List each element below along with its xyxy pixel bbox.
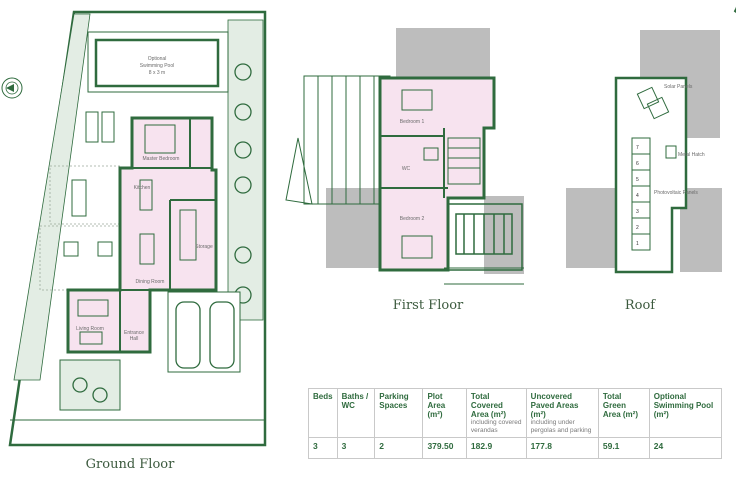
house-interior [66, 116, 218, 354]
roof-plan: 7 6 5 4 3 2 1 Solar Panels Metal Hatch P… [566, 30, 722, 274]
first-floor-interior [378, 76, 496, 272]
roof-caption: Roof [624, 298, 656, 313]
panel-number: 4 [636, 193, 639, 199]
compass-icon [1, 77, 23, 99]
value-baths: 3 [336, 437, 376, 459]
value-green-area: 59.1 [597, 437, 650, 459]
garden-right [227, 19, 264, 321]
pool-size-label: 8 x 3 m [149, 70, 165, 76]
header-pool: Optional Swimming Pool (m²) [648, 388, 723, 438]
header-parking: Parking Spaces [374, 388, 424, 438]
header-beds: Beds [308, 388, 338, 438]
swimming-pool [94, 38, 220, 88]
value-uncovered-area: 177.8 [525, 437, 599, 459]
header-covered-area: Total Covered Area (m²)including covered… [465, 388, 527, 438]
entrance-hall-label: Entrance [124, 330, 144, 336]
ground-floor-caption: Ground Floor [85, 457, 175, 472]
value-parking: 2 [374, 437, 424, 459]
header-plot-area: Plot Area (m²) [422, 388, 467, 438]
bedroom1-label: Bedroom 1 [400, 119, 425, 125]
roof-outline [614, 76, 688, 274]
wc-label: WC [402, 166, 411, 172]
panel-number: 7 [636, 145, 639, 151]
panel-number: 3 [636, 209, 639, 215]
pool-label: Optional [148, 56, 167, 62]
entrance-hall-label-line2: Hall [130, 336, 139, 342]
value-beds: 3 [308, 437, 338, 459]
parking-area [167, 291, 241, 373]
value-plot-area: 379.50 [422, 437, 467, 459]
header-green-area: Total Green Area (m²) [597, 388, 650, 438]
specs-table: Beds Baths / WC Parking Spaces Plot Area… [308, 388, 723, 459]
kitchen-label: Kitchen [134, 185, 151, 191]
dining-room-label: Dining Room [136, 279, 165, 285]
panel-number: 6 [636, 161, 639, 167]
photovoltaic-label: Photovoltaic Panels [654, 190, 698, 196]
value-pool: 24 [648, 437, 723, 459]
solar-panels-icon [636, 86, 670, 120]
bedroom2-label: Bedroom 2 [400, 216, 425, 222]
value-covered-area: 182.9 [465, 437, 527, 459]
pool-label-line2: Swimming Pool [140, 63, 174, 69]
specs-value-row: 3 3 2 379.50 182.9 177.8 59.1 24 [308, 437, 723, 459]
garden-left [13, 13, 91, 381]
first-floor-caption: First Floor [392, 298, 464, 313]
garden-bottom [59, 359, 121, 411]
header-baths: Baths / WC [336, 388, 376, 438]
first-floor-plan: Bedroom 1 WC Bedroom 2 [285, 28, 524, 285]
metal-hatch-label: Metal Hatch [678, 152, 705, 158]
corner-decoration [692, 0, 736, 28]
living-room-label: Living Room [76, 326, 104, 332]
panel-number: 1 [636, 241, 639, 247]
panel-number: 5 [636, 177, 639, 183]
specs-header-row: Beds Baths / WC Parking Spaces Plot Area… [308, 388, 723, 438]
panel-number: 2 [636, 225, 639, 231]
solar-panels-label: Solar Panels [664, 84, 693, 90]
storage-label: Storage [195, 244, 213, 250]
ground-floor-plan: Optional Swimming Pool 8 x 3 m Master Be… [1, 10, 267, 447]
header-uncovered-area: Uncovered Paved Areas (m²)including unde… [525, 388, 599, 438]
metal-hatch-icon [665, 145, 677, 159]
master-bedroom-label: Master Bedroom [143, 156, 180, 162]
